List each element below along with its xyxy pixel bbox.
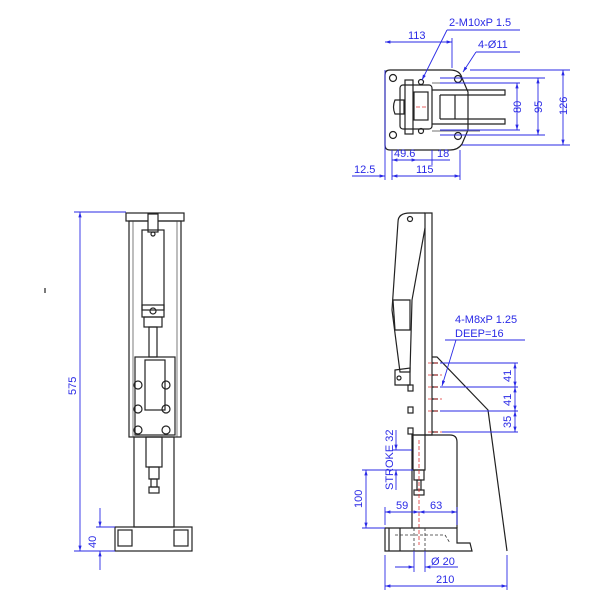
thread-note-m10: 2-M10xP 1.5 (449, 17, 511, 29)
dim-49-6: 49.6 (394, 148, 415, 160)
dim-41-lower: 41 (502, 394, 514, 406)
dim-100: 100 (353, 490, 365, 508)
dim-dia-20: Ø 20 (431, 556, 455, 568)
column (133, 436, 175, 528)
dim-210: 210 (436, 574, 454, 586)
cylinder (141, 229, 165, 311)
front-view: 575 40 (67, 211, 193, 570)
stroke-label: STROKE 32 (384, 429, 396, 490)
base (114, 526, 193, 552)
dim-18: 18 (437, 148, 449, 160)
dim-113: 113 (408, 30, 426, 42)
dim-35: 35 (502, 416, 514, 428)
dim-95: 95 (533, 101, 545, 113)
gusset (432, 356, 508, 552)
pedestal (411, 434, 458, 528)
dim-115: 115 (416, 164, 434, 176)
side-base (384, 527, 473, 552)
dim-12-5: 12.5 (354, 164, 375, 176)
dim-59: 59 (396, 500, 408, 512)
thread-depth-note: DEEP=16 (455, 328, 504, 340)
dim-80: 80 (512, 101, 524, 113)
dim-41-upper: 41 (502, 370, 514, 382)
dim-126: 126 (558, 97, 570, 115)
hole-note-dia11: 4-Ø11 (478, 39, 508, 51)
dim-63: 63 (430, 500, 442, 512)
lever (391, 221, 426, 373)
dim-575: 575 (67, 377, 79, 395)
thread-note-m8: 4-M8xP 1.25 (455, 314, 517, 326)
vertical-plate (424, 212, 433, 436)
side-view: 4-M8xP 1.25 DEEP=16 41 41 35 STROKE 32 1… (353, 212, 525, 590)
top-view: 113 2-M10xP 1.5 4-Ø11 80 95 126 49.6 18 … (352, 17, 570, 180)
dim-40: 40 (87, 536, 99, 548)
